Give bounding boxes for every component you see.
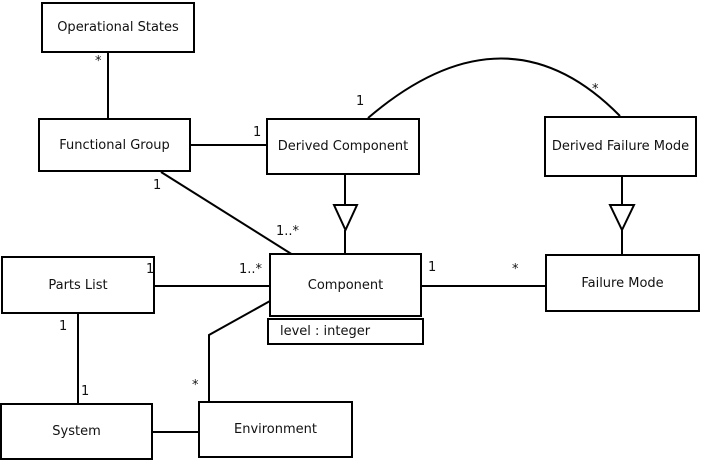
class-label-derived-component: Derived Component [277,139,409,154]
multiplicity-os-fg-os-end: * [95,54,102,69]
association-arc-derived-component-derived-failure-mode [367,57,621,119]
attribute-label-level-integer: level : integer [280,324,371,339]
class-box-environment: Environment [198,401,353,458]
class-box-parts-list: Parts List [1,256,155,314]
multiplicity-fg-comp-fg-end: 1 [153,178,162,193]
multiplicity-pl-sys-sys-end: 1 [81,384,90,399]
class-label-environment: Environment [233,422,317,437]
association-component-environment [208,300,271,402]
class-label-derived-failure-mode: Derived Failure Mode [551,139,690,154]
class-label-system: System [52,424,101,439]
class-box-system: System [0,403,153,460]
class-box-derived-failure-mode: Derived Failure Mode [544,116,697,177]
association-functional-group-component [160,171,294,256]
generalization-triangle-icon-component [332,204,359,233]
generalization-triangle-icon-failure-mode [608,204,636,233]
multiplicity-dc-dfm-dc-end: 1 [356,94,365,109]
multiplicity-comp-fm-comp-end: 1 [428,260,437,275]
class-label-component: Component [307,277,384,293]
multiplicity-comp-fm-fm-end: * [512,262,519,277]
class-box-operational-states: Operational States [41,2,195,53]
multiplicity-pl-comp-pl-end: 1 [146,262,155,277]
multiplicity-pl-comp-comp-end: 1..* [239,262,263,277]
class-box-derived-component: Derived Component [266,118,420,175]
class-attribute-compartment-component: level : integer [267,318,424,345]
class-label-failure-mode: Failure Mode [581,275,664,291]
multiplicity-pl-sys-pl-end: 1 [59,319,68,334]
multiplicity-dc-dfm-dfm-end: * [592,82,599,97]
class-box-failure-mode: Failure Mode [545,254,700,312]
class-box-functional-group: Functional Group [38,118,191,172]
multiplicity-fg-dc-dc-end: 1 [253,125,262,140]
multiplicity-comp-env-env-end: * [192,378,199,393]
class-label-parts-list: Parts List [48,277,108,293]
multiplicity-fg-comp-comp-end: 1..* [276,224,300,239]
class-label-functional-group: Functional Group [59,137,170,153]
class-box-component: Component [269,253,422,317]
class-label-operational-states: Operational States [57,20,179,35]
